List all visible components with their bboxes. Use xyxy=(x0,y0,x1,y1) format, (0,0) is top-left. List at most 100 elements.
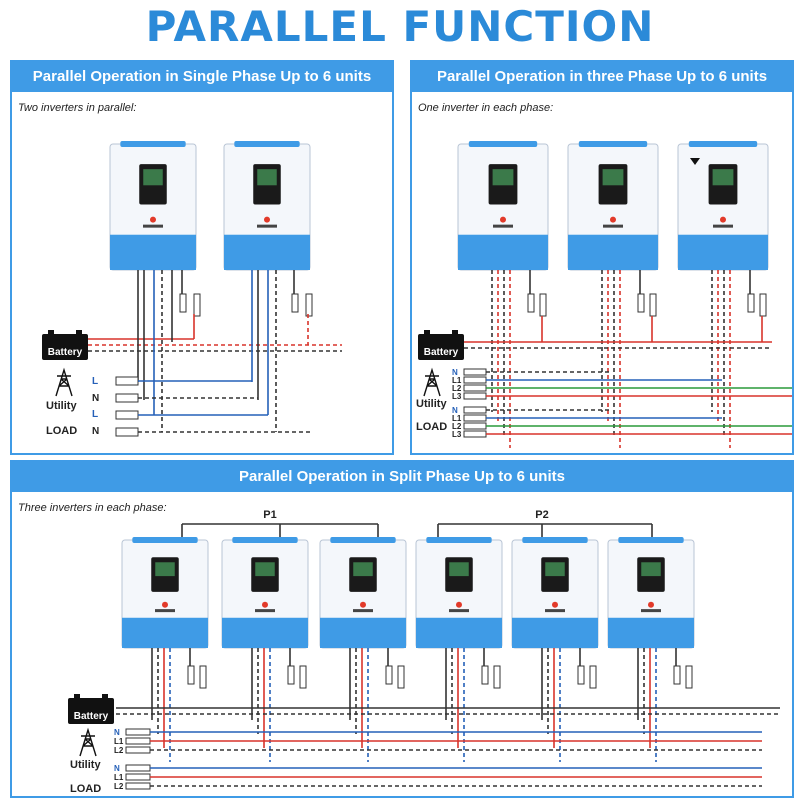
wire-label: N xyxy=(452,406,458,415)
logo-icon xyxy=(610,216,616,223)
inverter-handle xyxy=(688,141,758,147)
screen-display-icon xyxy=(143,169,163,186)
inverter-handle xyxy=(120,141,186,147)
battery-icon xyxy=(42,334,88,360)
inverter-unit xyxy=(121,537,209,649)
logo-icon xyxy=(720,216,726,223)
breaker-icon xyxy=(179,293,187,313)
logo-icon xyxy=(162,601,168,608)
battery-terminal-icon xyxy=(48,330,54,334)
battery-icon xyxy=(68,698,114,724)
breaker-icon xyxy=(291,293,299,313)
brand-mark-icon xyxy=(545,609,565,613)
panel-subtitle: Three inverters in each phase: xyxy=(18,502,167,514)
inverter-base xyxy=(320,617,406,648)
breaker-icon xyxy=(463,414,487,422)
breaker-icon xyxy=(463,430,487,438)
breaker-icon xyxy=(385,665,393,685)
panel-header: Parallel Operation in three Phase Up to … xyxy=(412,62,792,92)
breaker-icon xyxy=(463,422,487,430)
wire-label: L1 xyxy=(114,773,124,782)
breaker-icon xyxy=(305,293,313,317)
logo-icon xyxy=(552,601,558,608)
inverter-unit xyxy=(415,537,503,649)
breaker-icon xyxy=(527,293,535,313)
inverter-unit xyxy=(319,537,407,649)
battery-icon xyxy=(418,334,464,360)
breaker-icon xyxy=(493,665,501,689)
inverter-unit xyxy=(457,141,549,271)
panel-subtitle: Two inverters in parallel: xyxy=(18,102,137,114)
breaker-icon xyxy=(115,427,139,437)
wire-label: Utility xyxy=(70,759,101,771)
breaker-icon xyxy=(463,384,487,392)
breaker-icon xyxy=(481,665,489,685)
wire-label: Battery xyxy=(48,347,83,358)
wire-label: L1 xyxy=(114,737,124,746)
wire-label: N xyxy=(92,426,99,437)
panel-header: Parallel Operation in Split Phase Up to … xyxy=(12,462,792,492)
inverter-handle xyxy=(426,537,492,543)
wire-label: P1 xyxy=(263,509,276,521)
inverter-handle xyxy=(618,537,684,543)
inverter-base xyxy=(416,617,502,648)
battery-terminal-icon xyxy=(76,330,82,334)
breaker-icon xyxy=(463,392,487,400)
inverter-unit xyxy=(567,141,659,271)
page-title: PARALLEL FUNCTION xyxy=(145,2,655,51)
wire-label: L3 xyxy=(452,392,462,401)
inverter-base xyxy=(110,234,196,270)
inverter-unit xyxy=(511,537,599,649)
breaker-icon xyxy=(115,410,139,420)
wire-label: L2 xyxy=(452,384,462,393)
panel-three-phase: Parallel Operation in three Phase Up to … xyxy=(410,60,794,455)
breaker-icon xyxy=(539,293,547,317)
battery-terminal-icon xyxy=(102,694,108,698)
inverter-unit xyxy=(221,537,309,649)
breaker-icon xyxy=(115,393,139,403)
wire-label: LOAD xyxy=(46,425,77,437)
breaker-icon xyxy=(299,665,307,689)
wire-label: N xyxy=(114,728,120,737)
logo-icon xyxy=(150,216,156,223)
breaker-icon xyxy=(187,665,195,685)
screen-display-icon xyxy=(353,562,373,577)
screen-display-icon xyxy=(257,169,277,186)
wire-label: Utility xyxy=(416,398,447,410)
wire-label: L xyxy=(92,409,98,420)
wire-label: L2 xyxy=(114,782,124,791)
wire-label: Utility xyxy=(46,400,77,412)
logo-icon xyxy=(360,601,366,608)
brand-mark-icon xyxy=(353,609,373,613)
wire-label: L1 xyxy=(452,414,462,423)
panel-header: Parallel Operation in Single Phase Up to… xyxy=(12,62,392,92)
inverter-base xyxy=(224,234,310,270)
screen-display-icon xyxy=(255,562,275,577)
utility-tower-icon xyxy=(79,727,97,757)
inverter-unit xyxy=(607,537,695,649)
inverter-base xyxy=(458,234,548,270)
inverter-unit xyxy=(223,141,311,271)
breaker-icon xyxy=(673,665,681,685)
brand-mark-icon xyxy=(493,224,513,228)
brand-mark-icon xyxy=(713,224,733,228)
inverter-unit xyxy=(109,141,197,271)
screen-display-icon xyxy=(712,169,734,186)
inverter-base xyxy=(678,234,768,270)
inverter-base xyxy=(568,234,658,270)
breaker-icon xyxy=(637,293,645,313)
inverter-base xyxy=(512,617,598,648)
utility-tower-icon xyxy=(423,367,441,397)
wire-label: L xyxy=(92,376,98,387)
logo-icon xyxy=(456,601,462,608)
inverter-base xyxy=(222,617,308,648)
inverter-handle xyxy=(132,537,198,543)
wire-label: P2 xyxy=(535,509,548,521)
wire-label: L1 xyxy=(452,376,462,385)
battery-terminal-icon xyxy=(74,694,80,698)
breaker-icon xyxy=(463,406,487,414)
battery-terminal-icon xyxy=(452,330,458,334)
